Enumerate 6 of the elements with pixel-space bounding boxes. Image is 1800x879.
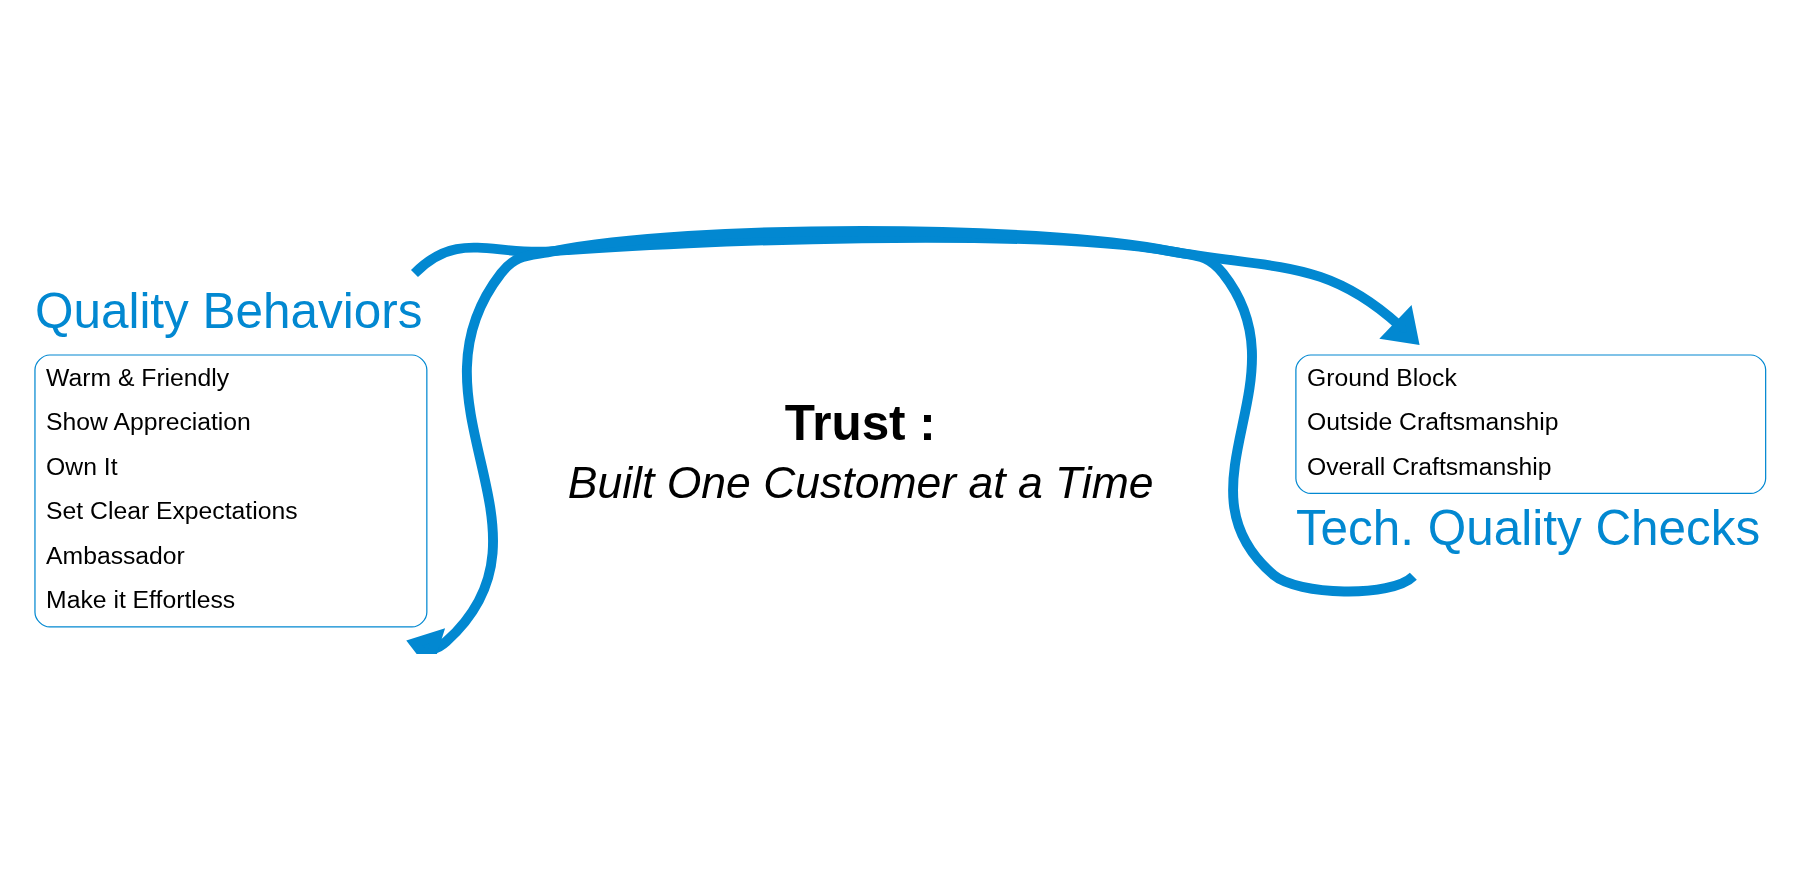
arrow: [406, 225, 1416, 654]
node-label: Tech. Quality Checks: [1295, 499, 1761, 555]
node-box: Warm & Friendly Show Appreciation Own It Set Clear Expectations Ambassador Make it Effortless: [34, 353, 428, 628]
node-box: Ground Block Outside Craftsmanship Overall Craftsmanship: [1295, 353, 1767, 494]
node-label: Quality Behaviors: [34, 282, 423, 338]
node-text: Trust : Built One Customer at a Time: [567, 394, 1154, 507]
